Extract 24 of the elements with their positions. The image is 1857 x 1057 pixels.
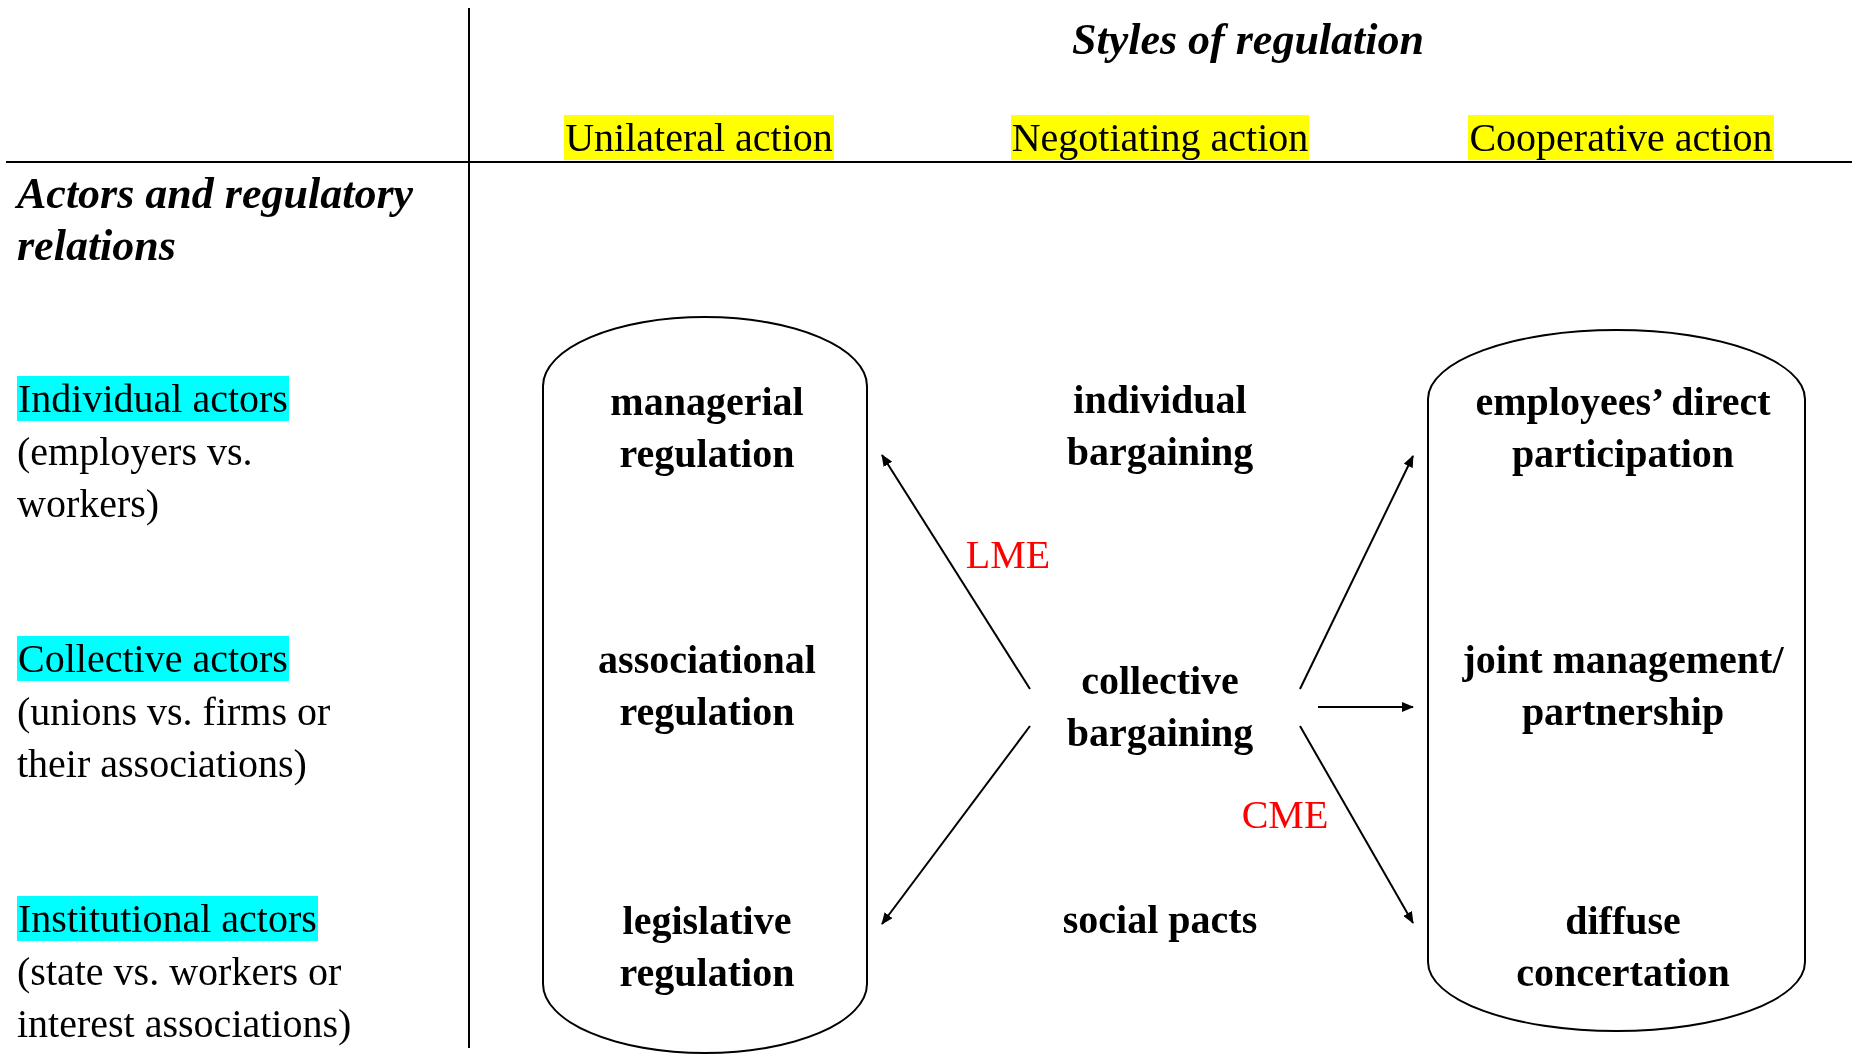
highlighted-heading: Institutional actors — [17, 896, 318, 941]
arrow — [1317, 702, 1414, 712]
highlighted-heading: Cooperative action — [1468, 115, 1774, 160]
node-text: joint management/ partnership — [1461, 636, 1785, 736]
arrow — [1299, 455, 1414, 690]
node-text: employees’ direct participation — [1474, 378, 1772, 478]
highlighted-heading: Individual actors — [17, 376, 289, 421]
node-text: legislative regulation — [618, 897, 796, 997]
arrow — [1299, 725, 1414, 924]
highlighted-heading: Unilateral action — [564, 115, 834, 160]
cell-text: social pacts — [1061, 896, 1259, 944]
arrow — [881, 725, 1031, 925]
description-text: (employers vs. workers) — [17, 428, 254, 528]
description-text: (unions vs. firms or their associations) — [17, 688, 332, 788]
description-text: (state vs. workers or interest associations) — [17, 948, 353, 1048]
node-text: associational regulation — [597, 636, 817, 736]
node-text: managerial regulation — [609, 378, 805, 478]
cell-text: individual bargaining — [1065, 376, 1255, 476]
node-text: diffuse concertation — [1515, 897, 1731, 997]
highlighted-heading: Collective actors — [17, 636, 289, 681]
arrow — [881, 454, 1031, 690]
node-text: collective bargaining — [1035, 655, 1285, 759]
highlighted-heading: Negotiating action — [1010, 115, 1310, 160]
column-heading: Styles of regulation — [1071, 14, 1425, 66]
